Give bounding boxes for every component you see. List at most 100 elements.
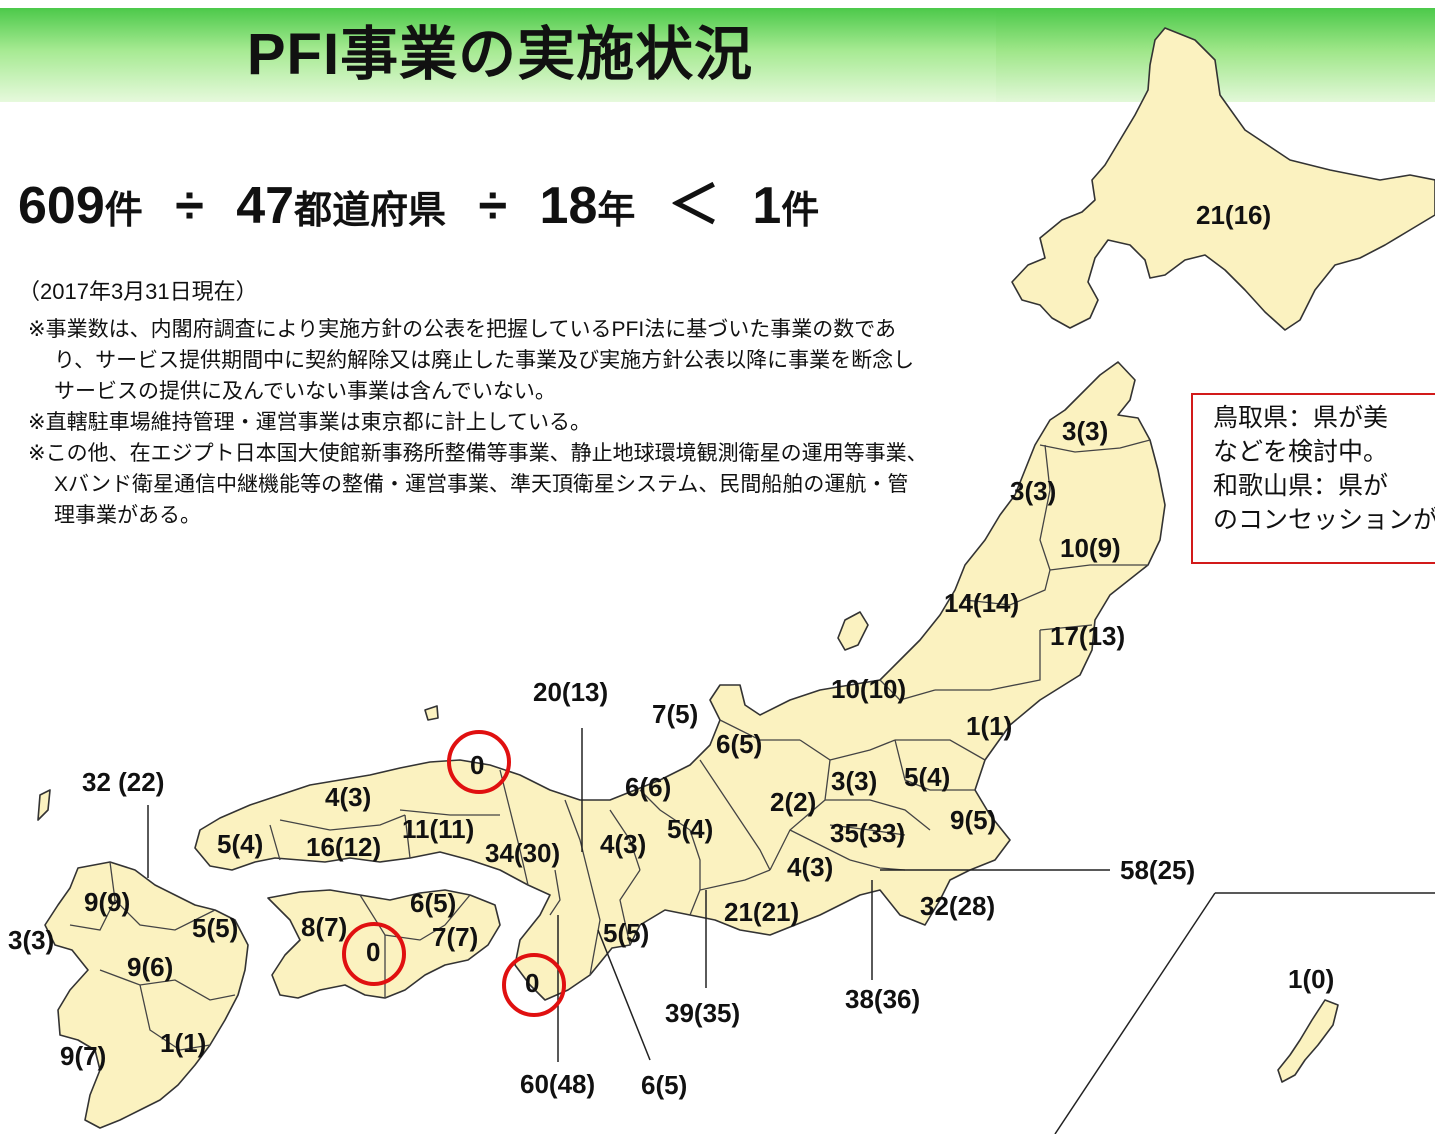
label-niigata: 10(10)	[831, 674, 906, 704]
label-tottori: 0	[470, 750, 484, 780]
label-saitama: 35(33)	[830, 818, 905, 848]
border-tohoku-kanto	[895, 739, 986, 761]
formula-headline: 609件 ÷ 47都道府県 ÷ 18年 ＜ 1件	[18, 163, 819, 238]
label-kumamoto: 9(6)	[127, 952, 173, 982]
zero-circle-tottori	[447, 730, 511, 794]
callout-box: 鳥取県：県が美 などを検討中。 和歌山県：県が のコンセッションが	[1191, 393, 1435, 564]
label-chiba: 32(28)	[920, 891, 995, 921]
title-band	[0, 8, 1000, 102]
border-aomori	[1039, 439, 1151, 453]
label-aomori: 3(3)	[1062, 416, 1108, 446]
label-kagawa: 6(5)	[410, 888, 456, 918]
label-fukuoka: 32 (22)	[82, 767, 164, 797]
label-nara: 5(5)	[603, 918, 649, 948]
border-kyoto	[564, 799, 591, 881]
formula-years-unit: 年	[597, 190, 636, 232]
border-iwate	[1049, 564, 1148, 571]
border-okayama	[404, 814, 411, 859]
label-ibaraki: 9(5)	[950, 805, 996, 835]
label-kyoto: 20(13)	[533, 677, 608, 707]
label-yamanashi: 4(3)	[787, 852, 833, 882]
label-fukushima: 1(1)	[966, 711, 1012, 741]
border-miyagi	[1039, 624, 1093, 631]
label-tokushima: 7(7)	[432, 922, 478, 952]
border-osaka	[549, 869, 561, 916]
label-hiroshima: 16(12)	[306, 832, 381, 862]
formula-divide-1: ÷	[175, 177, 204, 235]
label-tokyo: 58(25)	[1120, 855, 1195, 885]
label-ehime: 8(7)	[301, 912, 347, 942]
border-niigata	[879, 679, 936, 701]
note-item: ※事業数は、内閣府調査により実施方針の公表を把握しているPFI法に基づいた事業の…	[28, 318, 915, 403]
formula-years: 18	[539, 177, 598, 235]
label-gifu: 5(4)	[667, 814, 713, 844]
honshu	[194, 361, 1166, 1001]
label-fukui: 6(6)	[625, 772, 671, 802]
border-aichi	[689, 829, 701, 890]
notes-block: ※事業数は、内閣府調査により実施方針の公表を把握しているPFI法に基づいた事業の…	[28, 314, 928, 531]
border-shikoku-n	[359, 894, 471, 941]
zero-circle-kochi	[342, 922, 406, 986]
label-shimane: 4(3)	[325, 782, 371, 812]
formula-less-than: ＜	[667, 177, 720, 235]
label-osaka: 60(48)	[520, 1069, 595, 1099]
label-shiga: 4(3)	[600, 829, 646, 859]
sado-island	[837, 611, 869, 651]
border-shizuoka	[689, 869, 771, 916]
border-saitama	[825, 799, 931, 831]
border-kyushu-3	[99, 969, 236, 1001]
label-wakayama: 0	[525, 968, 539, 998]
border-yamanashi	[789, 829, 851, 861]
label-nagasaki: 3(3)	[8, 925, 54, 955]
label-okayama: 11(11)	[402, 814, 474, 844]
oki-island	[424, 705, 439, 721]
page-title: PFI事業の実施状況	[246, 22, 754, 87]
shikoku	[267, 889, 501, 999]
formula-divide-2: ÷	[478, 177, 508, 235]
pref-hokkaido	[1011, 27, 1435, 331]
label-kanagawa: 38(36)	[845, 984, 920, 1014]
border-gifu	[699, 759, 771, 871]
border-yamagata	[964, 569, 1051, 606]
zero-circle-wakayama	[502, 953, 566, 1017]
callout-line: 和歌山県：県が	[1213, 472, 1389, 500]
label-aichi: 39(35)	[665, 998, 740, 1028]
border-fukui	[639, 789, 691, 831]
border-shiga	[609, 809, 641, 871]
border-mie	[619, 869, 641, 946]
kyushu	[44, 861, 249, 1129]
note-item: ※この他、在エジプト日本国大使館新事務所整備等事業、静止地球環境観測衛星の運用等…	[28, 442, 928, 527]
label-yamaguchi: 5(4)	[217, 829, 263, 859]
formula-total-unit: 件	[104, 190, 143, 232]
label-ishikawa: 7(5)	[652, 699, 698, 729]
leader-mie	[597, 929, 651, 1061]
border-yamaguchi	[269, 824, 281, 861]
label-miyagi: 17(13)	[1050, 621, 1125, 651]
border-toyama	[719, 719, 800, 741]
as-of-date: （2017年3月31日現在）	[18, 279, 258, 304]
callout-line: 鳥取県：県が美	[1213, 404, 1389, 432]
callout-line: のコンセッションが	[1213, 506, 1435, 534]
label-tochigi: 5(4)	[904, 762, 950, 792]
label-akita: 3(3)	[1010, 476, 1056, 506]
pref-okinawa	[1277, 999, 1339, 1083]
label-gunma: 3(3)	[831, 766, 877, 796]
label-mie: 6(5)	[641, 1070, 687, 1100]
label-saga: 9(9)	[84, 887, 130, 917]
label-yamagata: 14(14)	[944, 588, 1019, 618]
formula-result: 1	[752, 177, 782, 235]
okinawa-inset-diag	[1054, 892, 1216, 1134]
formula-prefectures: 47	[236, 177, 295, 235]
formula-result-unit: 件	[781, 190, 820, 232]
border-kyushu-2	[69, 899, 116, 931]
border-gunma	[829, 739, 896, 761]
border-tottori-okayama	[399, 809, 500, 816]
label-kagoshima: 9(7)	[60, 1041, 106, 1071]
border-kyushu-4	[139, 984, 211, 1051]
border-fukushima	[935, 630, 1041, 691]
callout-line: などを検討中。	[1213, 438, 1389, 466]
label-hyogo: 34(30)	[485, 838, 560, 868]
border-tochigi	[894, 739, 931, 791]
formula-total: 609	[18, 177, 105, 235]
